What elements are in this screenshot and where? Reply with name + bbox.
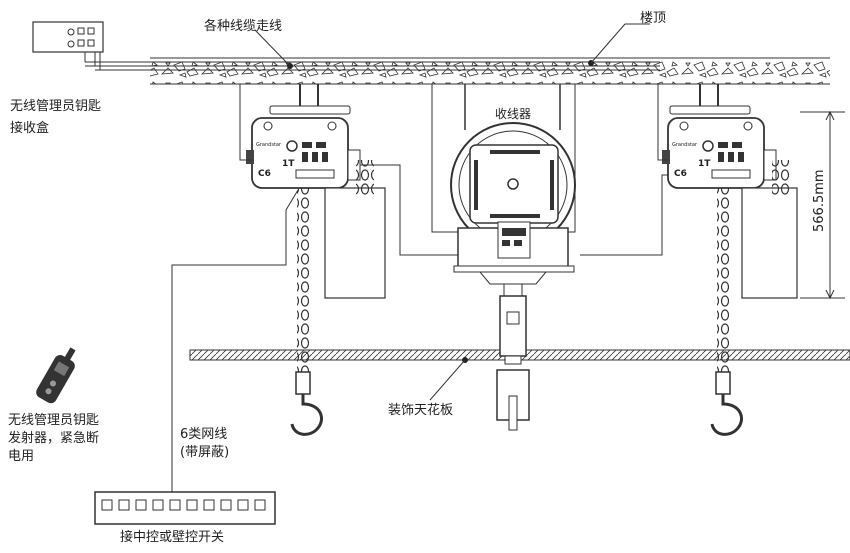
- label-dimension: 566.5mm: [812, 169, 827, 232]
- transmitter-remote: [36, 347, 76, 404]
- hoist-left: [246, 84, 386, 436]
- dimension-marker: [800, 110, 845, 300]
- label-transmitter-line1: 无线管理员钥匙: [8, 413, 100, 428]
- network-cable: [171, 189, 299, 492]
- hoist-cables: [239, 84, 668, 256]
- receiver-box: [32, 21, 104, 53]
- hoist-left-brand: Grandstar: [256, 142, 282, 148]
- label-cable-collector: 收线器: [495, 107, 532, 121]
- label-transmitter-line2: 发射器，紧急断: [8, 431, 100, 446]
- label-wall-switch: 接中控或壁控开关: [120, 530, 225, 545]
- label-network-cable-line1: 6类网线: [180, 427, 228, 442]
- hoist-right-model: C6: [674, 169, 687, 179]
- hoist-left-model: C6: [258, 169, 271, 179]
- label-ceiling: 楼顶: [640, 11, 667, 26]
- hoist-right: [662, 84, 798, 436]
- label-cable-route: 各种线缆走线: [204, 19, 283, 34]
- hoist-right-brand: Grandstar: [672, 142, 698, 148]
- label-receiver-box-line2: 接收盒: [10, 121, 50, 136]
- hoist-left-capacity: 1T: [282, 159, 295, 169]
- label-transmitter-line3: 电用: [8, 449, 35, 464]
- cable-collector: [450, 84, 576, 431]
- wall-switch-panel: [94, 491, 276, 525]
- hoist-right-capacity: 1T: [698, 159, 711, 169]
- label-receiver-box-line1: 无线管理员钥匙: [10, 99, 102, 114]
- label-network-cable-line2: (带屏蔽): [180, 445, 230, 460]
- label-decorative-ceiling: 装饰天花板: [388, 403, 454, 418]
